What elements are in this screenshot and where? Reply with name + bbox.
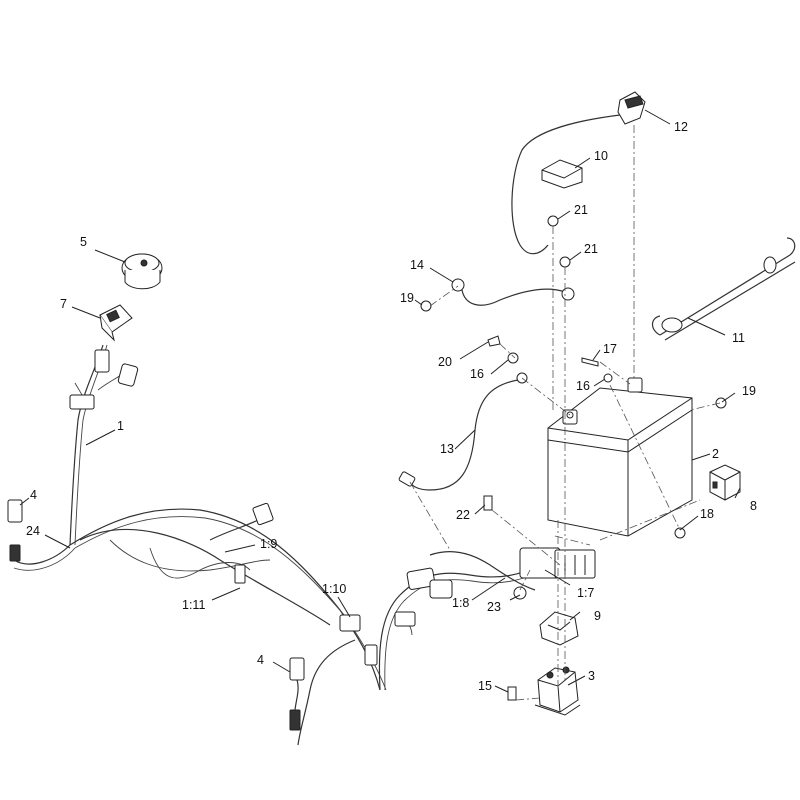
part-22-screw <box>483 495 493 511</box>
callout-1-10: 1:10 <box>322 582 346 596</box>
callout-10: 10 <box>594 149 608 163</box>
callout-2: 2 <box>712 447 719 461</box>
part-18-grommet <box>674 527 686 539</box>
callout-5: 5 <box>80 235 87 249</box>
callout-1-7: 1:7 <box>577 586 594 600</box>
callout-4-bottom: 4 <box>257 653 264 667</box>
part-14-cable <box>451 278 575 306</box>
part-16-washer-b <box>603 373 613 383</box>
callout-19-left: 19 <box>400 291 414 305</box>
part-8-relay <box>709 464 741 501</box>
part-13-cable <box>398 372 528 491</box>
part-17-bolt <box>581 357 599 367</box>
callout-16-b: 16 <box>576 379 590 393</box>
callout-8: 8 <box>750 499 757 513</box>
part-10-cover <box>541 159 583 189</box>
part-19-nut-left <box>420 300 432 312</box>
callout-15: 15 <box>478 679 492 693</box>
callout-23: 23 <box>487 600 501 614</box>
part-15-screw <box>507 686 517 701</box>
callout-13: 13 <box>440 442 454 456</box>
part-4-connector-left <box>7 499 23 562</box>
callout-20: 20 <box>438 355 452 369</box>
part-19-nut-right <box>715 397 727 409</box>
callout-labels: 1 2 3 4 4 5 7 8 9 10 11 12 13 14 15 16 1… <box>26 120 757 693</box>
part-12-terminal-boot <box>617 91 646 125</box>
part-2-battery <box>547 377 693 537</box>
assembly-lines <box>409 125 721 701</box>
callout-7: 7 <box>60 297 67 311</box>
callout-17: 17 <box>603 342 617 356</box>
callout-21-a: 21 <box>574 203 588 217</box>
callout-22: 22 <box>456 508 470 522</box>
part-3-solenoid <box>534 666 581 716</box>
callout-11: 11 <box>732 331 745 345</box>
callout-19-right: 19 <box>742 384 756 398</box>
callout-21-b: 21 <box>584 242 598 256</box>
callout-1-9: 1:9 <box>260 537 277 551</box>
callout-16-a: 16 <box>470 367 484 381</box>
callout-1-8: 1:8 <box>452 596 469 610</box>
harness-connectors <box>69 349 596 666</box>
callout-24: 24 <box>26 524 40 538</box>
part-20-wing-nut <box>487 335 501 347</box>
callout-14: 14 <box>410 258 424 272</box>
part-21-nuts <box>547 215 571 268</box>
part-5-ignition-switch <box>121 253 163 290</box>
callout-9: 9 <box>594 609 601 623</box>
callout-3: 3 <box>588 669 595 683</box>
part-4-connector-bottom <box>289 657 305 731</box>
positive-cable <box>511 114 621 255</box>
part-9-bracket <box>539 611 579 646</box>
part-16-washer-a <box>507 352 519 364</box>
part-11-hold-down-rod <box>651 237 796 341</box>
callout-4-left: 4 <box>30 488 37 502</box>
callout-18: 18 <box>700 507 714 521</box>
leader-lines <box>19 109 741 693</box>
callout-1: 1 <box>117 419 124 433</box>
callout-1-11: 1:11 <box>182 598 205 612</box>
callout-12: 12 <box>674 120 688 134</box>
part-7-switch <box>99 304 133 342</box>
